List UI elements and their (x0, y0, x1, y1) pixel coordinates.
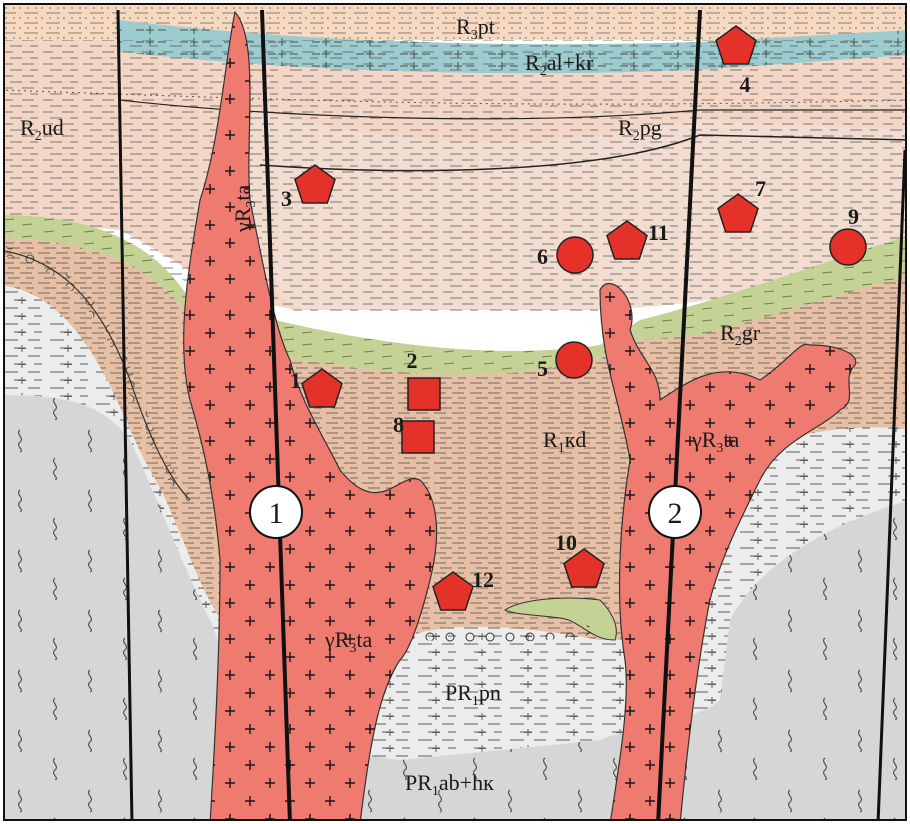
occurrence-circle-5 (556, 342, 592, 378)
label-granite-right: γR3ta (691, 427, 740, 456)
label-r2pg: R2pg (618, 115, 662, 144)
occurrence-label-10: 10 (555, 530, 577, 555)
occurrence-label-7: 7 (755, 176, 766, 201)
occurrence-label-9: 9 (848, 204, 859, 229)
label-granite-left-lower: γR3ta (324, 627, 373, 656)
occurrence-label-3: 3 (281, 186, 292, 211)
occurrence-circle-6 (557, 237, 593, 273)
fault-marker-1: 1 (250, 486, 302, 538)
occurrence-label-1: 1 (290, 368, 301, 393)
fault-label-2: 2 (668, 497, 683, 530)
occurrence-square-8 (402, 421, 434, 453)
label-r2ud: R2ud (20, 115, 64, 144)
occurrence-circle-9 (830, 229, 866, 265)
label-granite-left-upper: γR3ta (230, 184, 259, 233)
fault-label-1: 1 (269, 497, 284, 530)
label-pr1abhk: PR1ab+hк (405, 770, 494, 799)
occurrence-label-8: 8 (393, 412, 404, 437)
occurrence-label-6: 6 (537, 244, 548, 269)
occurrence-label-12: 12 (472, 567, 494, 592)
occurrence-label-4: 4 (740, 72, 751, 97)
occurrence-square-2 (408, 378, 440, 410)
occurrence-label-5: 5 (537, 356, 548, 381)
occurrence-label-11: 11 (648, 220, 669, 245)
occurrence-label-2: 2 (407, 348, 418, 373)
fault-marker-2: 2 (649, 486, 701, 538)
label-r1kd: R1кd (543, 427, 586, 456)
label-r2alkr: R2al+kr (525, 50, 594, 79)
